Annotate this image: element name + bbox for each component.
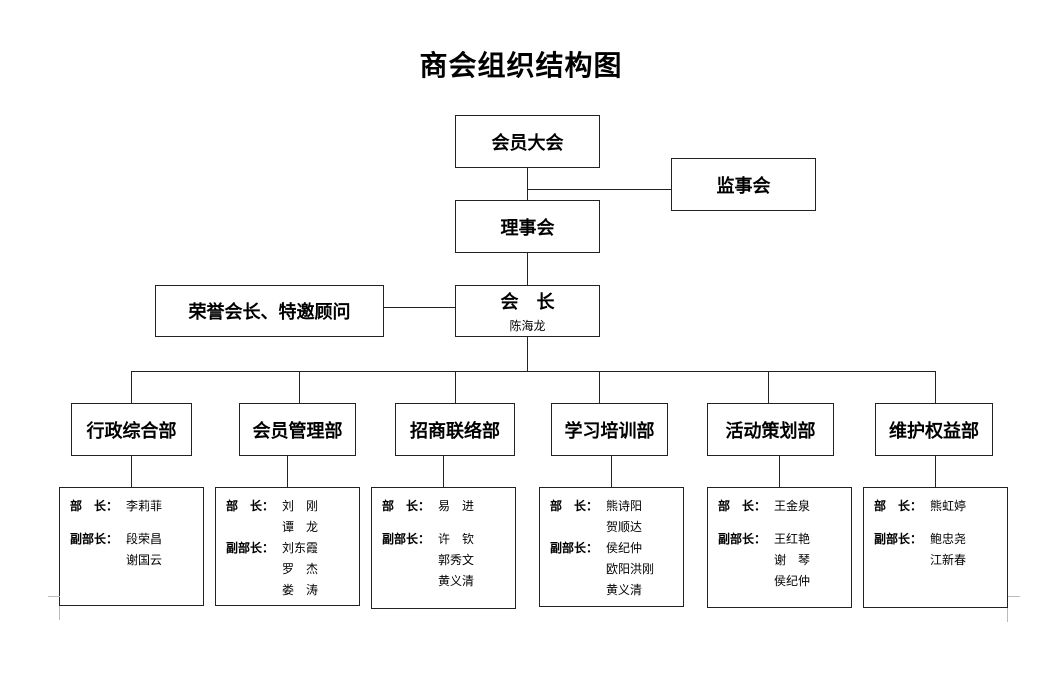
connector-assembly-council: [527, 168, 528, 200]
head-name: 谭 龙: [282, 520, 319, 534]
dept-detail-3: 部 长： 易 进 副部长： 许 钦 郭秀文 黄义清: [371, 487, 516, 609]
head-label: 部 长：: [226, 499, 275, 513]
connector-president-bus: [527, 337, 528, 371]
node-assembly-label: 会员大会: [491, 132, 564, 154]
deputy-name: 娄 涛: [282, 583, 319, 597]
node-president: 会 长 陈海龙: [455, 285, 600, 337]
head-label: 部 长：: [70, 499, 119, 513]
connector-department-bus: [131, 371, 936, 372]
node-honorary-label: 荣誉会长、特邀顾问: [188, 302, 351, 323]
connector-dept-1: [131, 371, 132, 403]
deputy-name: 谢国云: [126, 553, 163, 567]
node-president-name: 陈海龙: [509, 319, 546, 333]
dept-box-2: 会员管理部: [239, 403, 356, 456]
connector-dept-6: [935, 371, 936, 403]
deputy-label: 副部长：: [382, 532, 431, 546]
dept-box-4: 学习培训部: [551, 403, 668, 456]
dept-box-1: 行政综合部: [71, 403, 192, 456]
dept-name: 会员管理部: [252, 420, 343, 442]
margin-mark-right-v: [1007, 608, 1008, 622]
connector-supervisory: [527, 189, 671, 190]
deputy-name: 谢 琴: [774, 553, 811, 567]
connector-detail-5: [779, 456, 780, 487]
connector-dept-2: [299, 371, 300, 403]
dept-box-6: 维护权益部: [875, 403, 993, 456]
node-supervisory: 监事会: [671, 158, 816, 211]
deputy-label: 副部长：: [718, 532, 767, 546]
head-name: 熊虹婷: [930, 499, 967, 513]
node-council-label: 理事会: [500, 217, 555, 239]
dept-detail-5: 部 长： 王金泉 副部长： 王红艳 谢 琴 侯纪仲: [707, 487, 852, 608]
deputy-label: 副部长：: [550, 541, 599, 555]
connector-detail-3: [443, 456, 444, 487]
dept-name: 行政综合部: [86, 420, 177, 442]
node-supervisory-label: 监事会: [716, 175, 771, 197]
deputy-name: 欧阳洪刚: [606, 562, 655, 576]
deputy-name: 刘东霞: [282, 541, 319, 555]
connector-dept-3: [455, 371, 456, 403]
node-council: 理事会: [455, 200, 600, 253]
connector-detail-1: [131, 456, 132, 487]
node-honorary: 荣誉会长、特邀顾问: [155, 285, 384, 337]
margin-mark-left-v: [59, 606, 60, 620]
head-name: 王金泉: [774, 499, 811, 513]
node-assembly: 会员大会: [455, 115, 600, 168]
deputy-name: 侯纪仲: [774, 574, 811, 588]
deputy-name: 王红艳: [774, 532, 811, 546]
head-name: 熊诗阳: [606, 499, 643, 513]
connector-honorary: [384, 307, 455, 308]
deputy-name: 黄义清: [438, 574, 475, 588]
head-name: 刘 刚: [282, 499, 319, 513]
dept-name: 招商联络部: [410, 420, 500, 442]
margin-mark-right: [1008, 596, 1020, 597]
dept-detail-2: 部 长： 刘 刚 谭 龙 副部长： 刘东霞 罗 杰 娄 涛: [215, 487, 360, 606]
connector-detail-2: [287, 456, 288, 487]
dept-name: 活动策划部: [725, 420, 816, 442]
deputy-name: 罗 杰: [282, 562, 319, 576]
deputy-name: 鲍忠尧: [930, 532, 967, 546]
deputy-name: 江新春: [930, 553, 967, 567]
head-label: 部 长：: [382, 499, 431, 513]
connector-council-president: [527, 253, 528, 285]
deputy-name: 许 钦: [438, 532, 475, 546]
head-name: 贺顺达: [606, 520, 643, 534]
deputy-name: 段荣昌: [126, 532, 163, 546]
connector-detail-4: [611, 456, 612, 487]
connector-dept-4: [599, 371, 600, 403]
dept-detail-6: 部 长： 熊虹婷 副部长： 鲍忠尧 江新春: [863, 487, 1008, 608]
dept-box-3: 招商联络部: [395, 403, 515, 456]
deputy-label: 副部长：: [874, 532, 923, 546]
head-name: 易 进: [438, 499, 475, 513]
deputy-name: 郭秀文: [438, 553, 475, 567]
dept-name: 维护权益部: [889, 420, 979, 442]
dept-detail-4: 部 长： 熊诗阳 贺顺达 副部长： 侯纪仲 欧阳洪刚 黄义清: [539, 487, 684, 607]
connector-dept-5: [768, 371, 769, 403]
deputy-name: 侯纪仲: [606, 541, 643, 555]
head-name: 李莉菲: [126, 499, 163, 513]
head-label: 部 长：: [874, 499, 923, 513]
chart-title: 商会组织结构图: [419, 49, 623, 82]
connector-detail-6: [935, 456, 936, 487]
margin-mark-left: [48, 596, 60, 597]
head-label: 部 长：: [550, 499, 599, 513]
dept-name: 学习培训部: [564, 420, 655, 442]
dept-box-5: 活动策划部: [707, 403, 834, 456]
node-president-label: 会 长: [500, 292, 555, 313]
head-label: 部 长：: [718, 499, 767, 513]
dept-detail-1: 部 长： 李莉菲 副部长： 段荣昌 谢国云: [59, 487, 204, 606]
deputy-label: 副部长：: [70, 532, 119, 546]
deputy-label: 副部长：: [226, 541, 275, 555]
deputy-name: 黄义清: [606, 583, 643, 597]
